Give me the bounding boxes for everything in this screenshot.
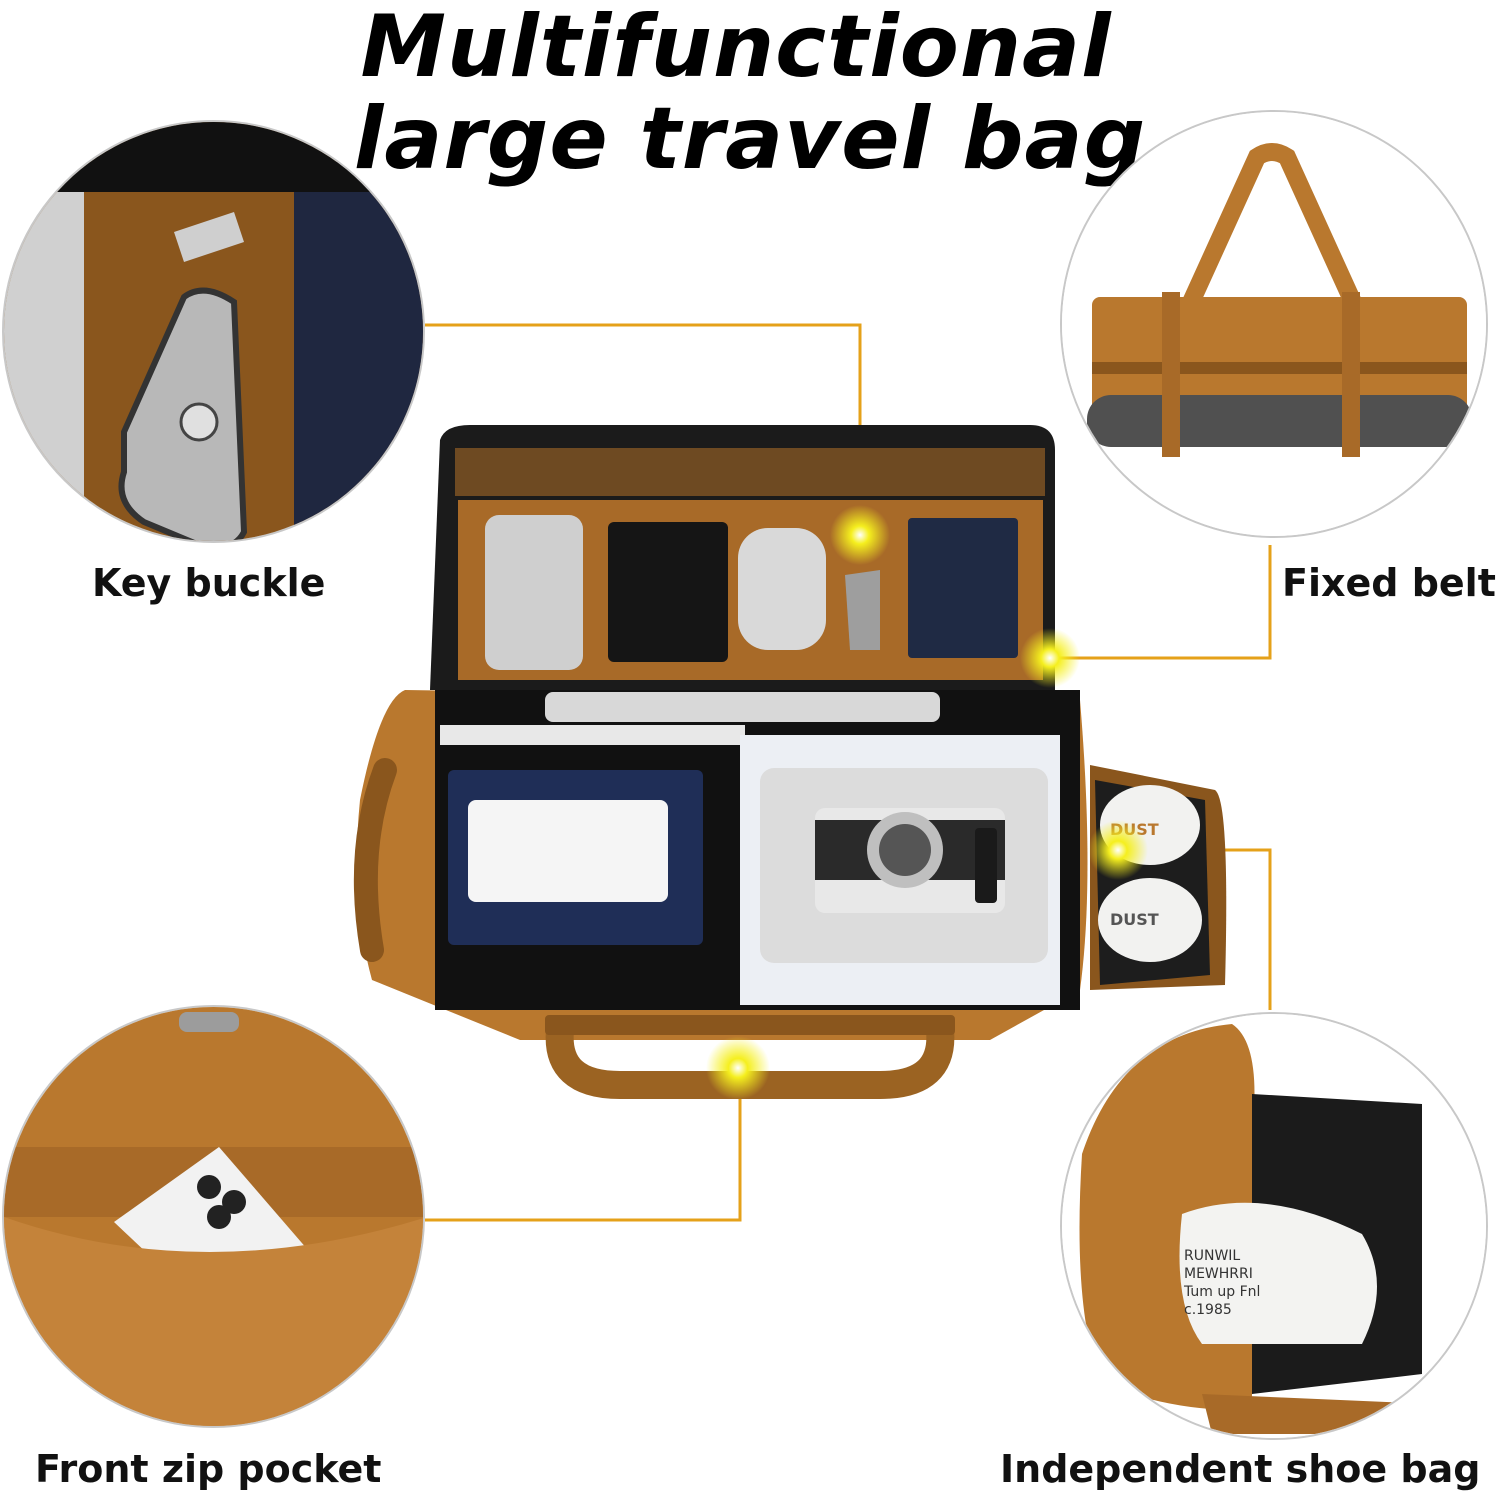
shoe-brand-text-2: DUST xyxy=(1110,910,1159,929)
key-buckle-circle xyxy=(2,120,425,543)
callout-dot-front-pocket xyxy=(706,1036,770,1100)
callout-dot-fixed-belt xyxy=(1020,628,1080,688)
phone-pocket-icon xyxy=(4,1007,423,1426)
front-zip-pocket-label: Front zip pocket xyxy=(35,1447,382,1491)
independent-shoe-bag-label: Independent shoe bag xyxy=(1000,1447,1481,1491)
fixed-belt-circle xyxy=(1060,110,1488,538)
callout-line-fixed-belt xyxy=(1055,545,1272,660)
shoe-bag-circle: RUNWIL MEWHRRI Tum up Fnl c.1985 xyxy=(1060,1012,1488,1440)
callout-dot-key-buckle xyxy=(830,505,890,565)
shoe-print-3: Tum up Fnl xyxy=(1183,1284,1260,1300)
shoe-icon: RUNWIL MEWHRRI Tum up Fnl c.1985 xyxy=(1062,1014,1486,1438)
callout-dot-shoe-bag xyxy=(1088,820,1148,880)
key-fob-icon xyxy=(4,122,423,541)
page-title-line-2: large travel bag xyxy=(353,89,1147,189)
fixed-belt-label: Fixed belt xyxy=(1282,561,1496,605)
strap-icon xyxy=(1062,112,1486,536)
shoe-print-4: c.1985 xyxy=(1184,1302,1232,1318)
shoe-print-1: RUNWIL xyxy=(1184,1248,1240,1264)
front-zip-pocket-circle xyxy=(2,1005,425,1428)
page-title-line-1: Multifunctional xyxy=(360,0,1112,97)
key-buckle-label: Key buckle xyxy=(92,561,326,605)
shoe-print-2: MEWHRRI xyxy=(1184,1266,1253,1282)
callout-line-front-pocket xyxy=(425,1090,742,1222)
